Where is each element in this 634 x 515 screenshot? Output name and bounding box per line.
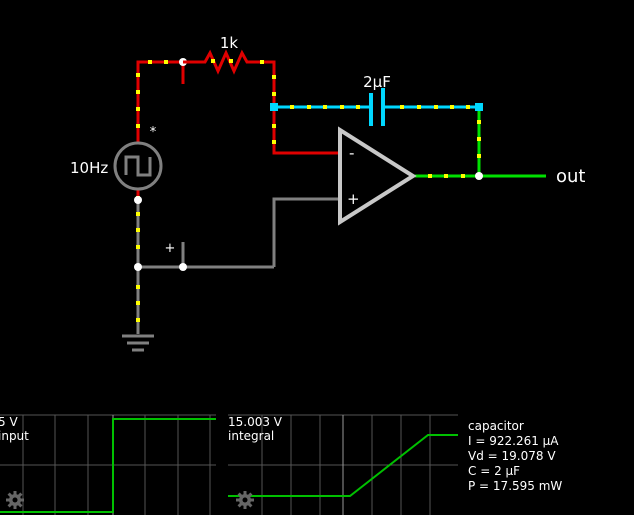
info-capacitance: C = 2 µF — [468, 464, 520, 478]
square-wave-source[interactable]: * 10Hz — [70, 125, 163, 191]
gear-icon[interactable] — [236, 491, 254, 509]
scope-input-trace — [0, 418, 216, 513]
info-power: P = 17.595 mW — [468, 479, 562, 493]
resistor-label: 1k — [220, 34, 239, 52]
gear-icon[interactable] — [6, 491, 24, 509]
capacitor-label: 2µF — [363, 73, 391, 91]
scope-integral-trace — [228, 434, 458, 497]
info-panel: capacitor I = 922.261 µA Vd = 19.078 V C… — [468, 419, 562, 493]
info-current: I = 922.261 µA — [468, 434, 559, 448]
op-amp[interactable]: - + — [338, 126, 417, 226]
scope-integral-name: integral — [228, 429, 274, 443]
output-label: out — [556, 166, 585, 187]
circuit-nodes — [134, 58, 483, 271]
scope-integral-value: 15.003 V — [228, 415, 283, 429]
scope-input-value: 5 V — [0, 415, 18, 429]
ground-symbol[interactable] — [122, 334, 154, 352]
source-label: 10Hz — [70, 159, 108, 177]
info-title: capacitor — [468, 419, 524, 433]
scope-input[interactable]: 5 V input — [0, 414, 216, 515]
current-dots — [136, 60, 481, 322]
opamp-minus-label: - — [349, 144, 354, 162]
resistor[interactable]: 1k — [183, 34, 252, 75]
info-voltage: Vd = 19.078 V — [468, 449, 556, 463]
ground-polarity-label: + — [165, 241, 176, 256]
scope-input-grid — [0, 414, 216, 515]
scope-integral[interactable]: 15.003 V integral — [228, 414, 458, 515]
opamp-plus-label: + — [347, 190, 360, 208]
scope-input-name: input — [0, 429, 29, 443]
capacitor[interactable]: 2µF — [363, 73, 391, 126]
source-mark: * — [150, 125, 157, 140]
